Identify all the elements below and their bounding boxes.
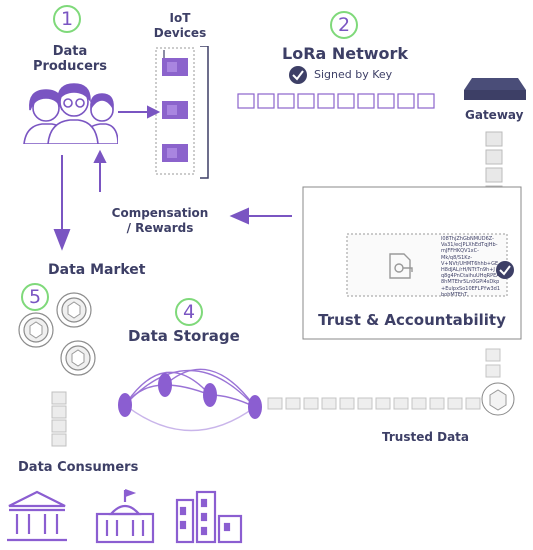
compensation-line2: / Rewards bbox=[126, 221, 194, 235]
step-4-badge: 4 bbox=[175, 298, 203, 326]
market-tokens bbox=[18, 292, 96, 376]
iot-title-line1: IoT bbox=[169, 11, 191, 25]
market-chain bbox=[51, 391, 67, 447]
hash-text: l08ThjZhGbNMUD6Z- Va31/ecJPLXhEdTqjHb- m… bbox=[441, 236, 503, 298]
trust-title: Trust & Accountability bbox=[318, 311, 506, 329]
storage-title: Data Storage bbox=[128, 327, 240, 345]
consumer-icons bbox=[7, 488, 243, 544]
hash-line: l08ThjZhGbNMUD6Z- bbox=[441, 236, 494, 242]
hash-line: Va31/ecJPLXhEdTqjHb- bbox=[441, 242, 498, 249]
iot-title: IoT Devices bbox=[140, 11, 220, 41]
trusted-data-chain bbox=[267, 348, 515, 416]
iot-device-icon bbox=[162, 144, 188, 162]
hash-line: +EulpxSo10EFLPYw3d1 bbox=[441, 285, 501, 292]
factory-icon bbox=[175, 490, 243, 544]
key-document-icon bbox=[389, 253, 413, 279]
hash-line: q8g4PnCtaihuUHqRPEA bbox=[441, 273, 500, 280]
hash-line: mJFFHKQV1xC- bbox=[441, 248, 479, 255]
people-icon bbox=[23, 83, 118, 144]
producers-title: Data Producers bbox=[15, 44, 125, 74]
trusted-data-label: Trusted Data bbox=[382, 430, 470, 444]
lora-blocks bbox=[237, 93, 435, 109]
iot-device-icon bbox=[162, 50, 188, 76]
market-title: Data Market bbox=[48, 262, 146, 278]
hash-line: Mk/q8/S1Kz- bbox=[441, 254, 472, 261]
step-1-badge: 1 bbox=[53, 5, 81, 33]
iot-title-line2: Devices bbox=[153, 26, 207, 40]
producers-title-line2: Producers bbox=[32, 59, 108, 74]
hash-line: bohMTEhT. bbox=[441, 291, 469, 298]
iot-devices-group bbox=[155, 46, 209, 179]
signed-by-key-label: Signed by Key bbox=[314, 68, 393, 81]
bank-icon bbox=[7, 490, 67, 542]
gateway-label: Gateway bbox=[465, 108, 524, 122]
hash-line: H8dJAL/rH/NTtTn9h+J bbox=[441, 267, 495, 274]
step-5-badge: 5 bbox=[21, 283, 49, 311]
gateway-icon bbox=[464, 78, 526, 100]
compensation-line1: Compensation bbox=[111, 206, 209, 220]
government-building-icon bbox=[95, 488, 155, 544]
hash-line: 8hMTEhr5Ln0GPi4sDkp bbox=[441, 279, 500, 286]
check-icon bbox=[289, 66, 307, 84]
compensation-label: Compensation / Rewards bbox=[100, 206, 220, 236]
producers-title-line1: Data bbox=[52, 44, 88, 59]
trust-box bbox=[302, 186, 522, 340]
lora-title: LoRa Network bbox=[282, 44, 409, 63]
hash-line: V+NVt/UHMT6hhb+GE bbox=[441, 260, 499, 267]
consumers-title: Data Consumers bbox=[18, 460, 139, 475]
step-2-badge: 2 bbox=[330, 11, 358, 39]
iot-device-icon bbox=[162, 101, 188, 119]
storage-network bbox=[118, 368, 262, 432]
